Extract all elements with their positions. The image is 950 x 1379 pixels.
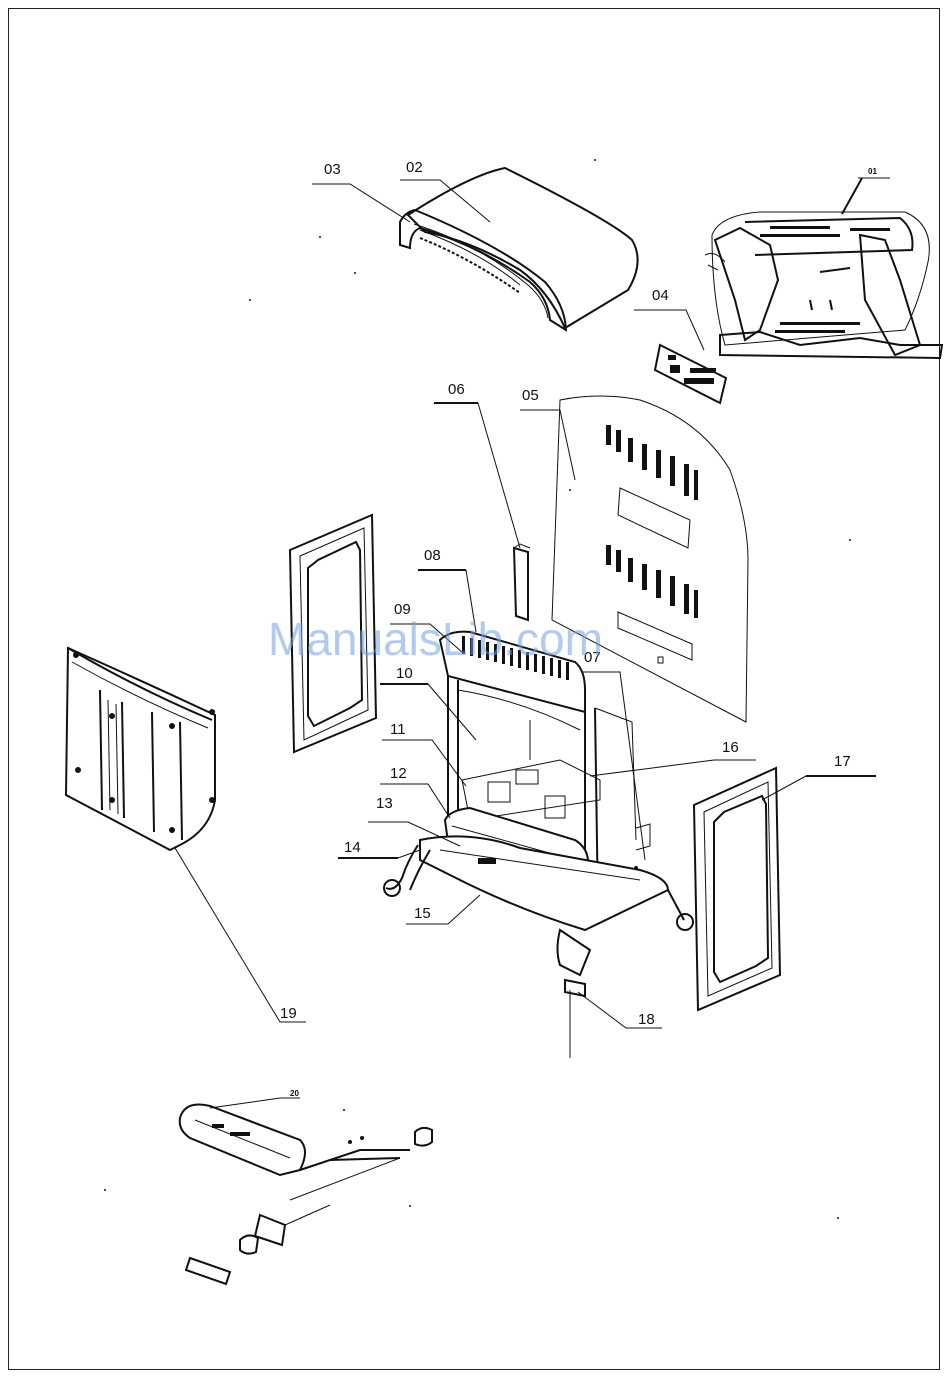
- part-main-body: [384, 632, 693, 1058]
- part-small-plate: [655, 345, 726, 403]
- label-04: 04: [652, 287, 669, 304]
- label-06: 06: [448, 381, 465, 398]
- watermark: ManualsLib.com: [268, 613, 603, 665]
- part-log-set: [705, 212, 942, 358]
- part-bracket: [514, 544, 530, 620]
- part-side-panel-right: [694, 768, 780, 1010]
- label-19: 19: [280, 1005, 297, 1022]
- label-01: 01: [868, 167, 877, 176]
- label-20: 20: [290, 1089, 299, 1098]
- label-13: 13: [376, 795, 393, 812]
- label-10: 10: [396, 665, 413, 682]
- label-17: 17: [834, 753, 851, 770]
- label-18: 18: [638, 1011, 655, 1028]
- label-05: 05: [522, 387, 539, 404]
- part-heater-assembly: [180, 1105, 432, 1285]
- part-front-frame: [66, 648, 215, 850]
- label-12: 12: [390, 765, 407, 782]
- label-11: 11: [390, 721, 406, 738]
- label-14: 14: [344, 839, 361, 856]
- label-03: 03: [324, 161, 341, 178]
- label-08: 08: [424, 547, 441, 564]
- label-16: 16: [722, 739, 739, 756]
- part-top-cover: [400, 168, 638, 330]
- label-02: 02: [406, 159, 423, 176]
- label-15: 15: [414, 905, 431, 922]
